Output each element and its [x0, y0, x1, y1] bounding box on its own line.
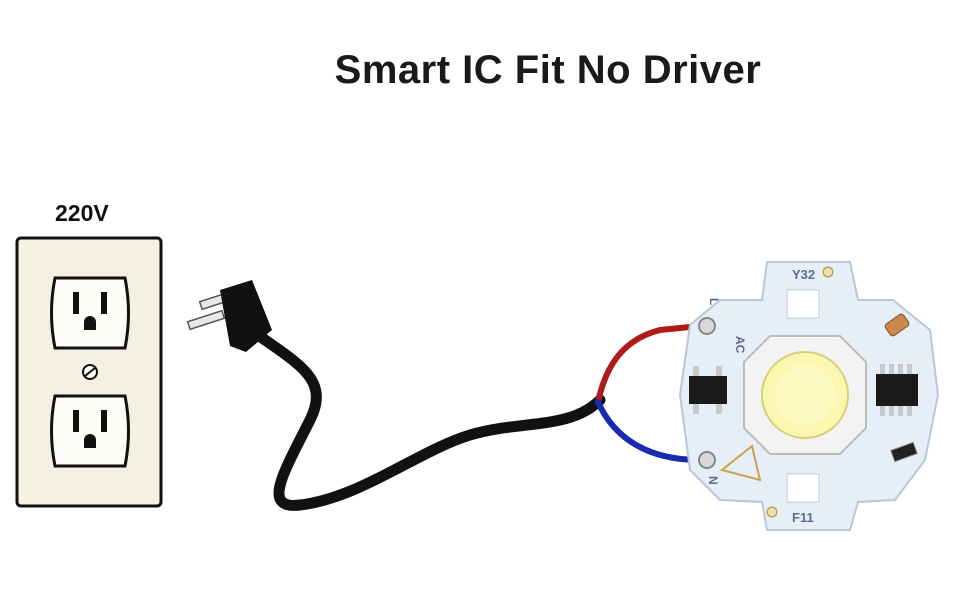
wall-outlet: [15, 236, 163, 508]
led-pcb-board: Y32 F11 L N AC: [678, 261, 940, 531]
voltage-label: 220V: [55, 200, 109, 226]
ic-chip-left: [689, 366, 727, 414]
smd-capacitor: [884, 313, 910, 337]
pcb-pin-n: N: [706, 476, 720, 485]
pcb-pin-l: L: [707, 298, 721, 305]
smd-resistor: [890, 441, 918, 463]
pcb-label-bottom: F11: [792, 510, 814, 525]
cob-led-chip: [743, 335, 867, 455]
outlet-socket-bottom: [50, 394, 130, 468]
power-cable: [252, 329, 606, 511]
ic-chip-right: [876, 364, 918, 416]
diagram-title: Smart IC Fit No Driver: [334, 48, 762, 92]
warning-icon: [719, 444, 762, 482]
outlet-screw: [82, 364, 98, 380]
pcb-ac-mark: AC: [733, 336, 747, 354]
outlet-socket-top: [50, 276, 130, 350]
pcb-label-top: Y32: [792, 267, 815, 282]
live-wire: [595, 323, 703, 405]
neutral-wire: [595, 399, 703, 463]
